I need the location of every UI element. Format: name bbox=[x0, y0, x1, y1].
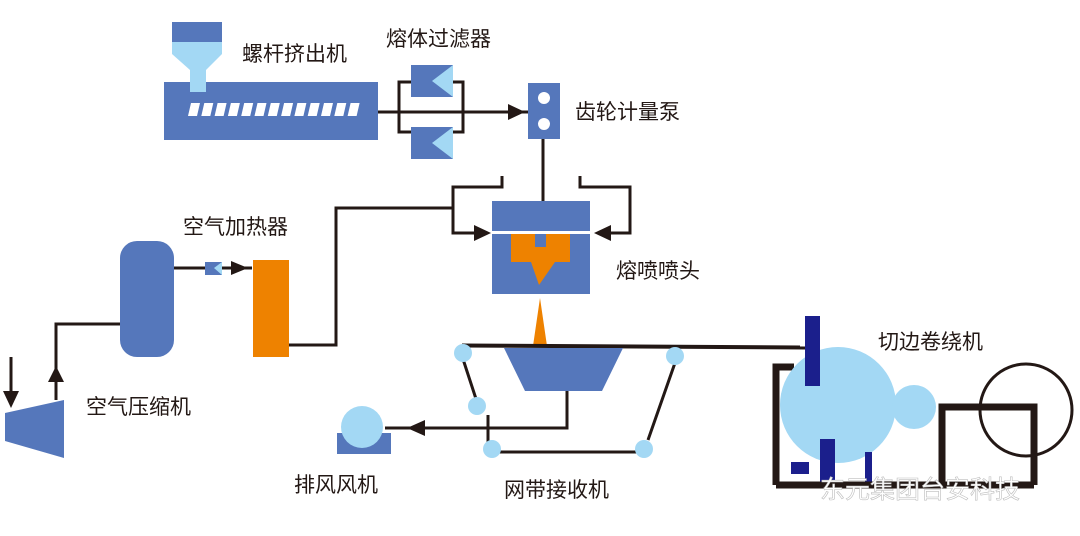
arrow-to-heater bbox=[231, 261, 248, 275]
meltblown-die bbox=[492, 201, 590, 294]
roller-bottom-left bbox=[483, 440, 501, 458]
slitter-bar-left bbox=[791, 462, 809, 474]
filter-loop bbox=[397, 80, 465, 134]
hopper-funnel bbox=[172, 42, 222, 88]
air-compressor bbox=[5, 400, 64, 458]
label-air-compressor: 空气压缩机 bbox=[86, 395, 191, 419]
gear-lower bbox=[538, 118, 550, 130]
watermark: 东元集团台安科技 bbox=[820, 475, 1020, 504]
gear-metering-pump bbox=[528, 83, 560, 139]
screw-flight bbox=[321, 103, 333, 116]
label-melt-filter: 熔体过滤器 bbox=[386, 27, 491, 51]
label-mesh-belt-receiver: 网带接收机 bbox=[504, 478, 609, 502]
fiber-stream bbox=[533, 298, 547, 346]
screw-flight bbox=[281, 103, 294, 116]
slitter-blade-bottom bbox=[820, 439, 835, 484]
screw-flight bbox=[214, 103, 227, 116]
air-heater bbox=[253, 260, 289, 357]
gear-upper bbox=[538, 92, 550, 104]
screw-extruder bbox=[164, 22, 378, 140]
roller-top-left bbox=[454, 344, 472, 362]
label-screw-extruder: 螺杆挤出机 bbox=[242, 42, 347, 66]
label-exhaust-fan: 排风风机 bbox=[294, 473, 378, 497]
screw-flights bbox=[188, 103, 360, 116]
roller-top-right bbox=[666, 347, 684, 365]
exhaust-arrow bbox=[407, 420, 425, 436]
winding-roll-small bbox=[892, 385, 936, 429]
screw-flight bbox=[334, 103, 347, 116]
label-air-heater: 空气加热器 bbox=[183, 215, 288, 239]
hopper-top bbox=[172, 22, 222, 42]
air-intake-arrow bbox=[3, 391, 19, 408]
screw-flight bbox=[347, 103, 360, 116]
heater-to-die-line bbox=[289, 206, 453, 347]
screw-flight bbox=[241, 103, 254, 116]
winder-frame-left bbox=[772, 363, 794, 485]
roller-mid-left bbox=[468, 397, 486, 415]
hot-air-line-right bbox=[578, 176, 632, 235]
label-gear-metering-pump: 齿轮计量泵 bbox=[575, 100, 680, 124]
drive-frame bbox=[938, 403, 1038, 485]
air-valve bbox=[205, 262, 222, 275]
die-polymer-cavity bbox=[511, 234, 570, 285]
screw-flight bbox=[294, 103, 307, 116]
label-slitting-winder: 切边卷绕机 bbox=[878, 330, 983, 354]
slitter-blade-top bbox=[805, 316, 820, 386]
exhaust-fan bbox=[337, 406, 391, 454]
screw-flight bbox=[307, 103, 320, 116]
compressor-to-tank-line bbox=[54, 322, 122, 400]
winding-roll-large bbox=[780, 347, 896, 463]
slitter-bar-right bbox=[865, 452, 872, 482]
air-arrow-right bbox=[594, 225, 611, 241]
slitting-winder bbox=[772, 316, 1074, 489]
screw-flight bbox=[227, 103, 240, 116]
compressor-out-arrow bbox=[48, 366, 64, 382]
air-tank bbox=[120, 241, 174, 357]
unwind-wheel bbox=[978, 362, 1074, 458]
hopper-throat bbox=[190, 82, 206, 92]
melt-filter-lower bbox=[411, 127, 453, 159]
flow-arrow-to-pump bbox=[508, 104, 525, 120]
label-meltblown-die: 熔喷喷头 bbox=[616, 259, 700, 283]
screw-flight bbox=[188, 103, 200, 116]
exhaust-line bbox=[385, 391, 569, 430]
air-slit bbox=[492, 231, 590, 234]
melt-filter-upper bbox=[411, 65, 453, 97]
screw-flight bbox=[254, 103, 267, 116]
air-arrow-left bbox=[474, 225, 491, 241]
screw-flight bbox=[267, 103, 280, 116]
roller-bottom-right bbox=[635, 440, 653, 458]
suction-box bbox=[504, 348, 623, 391]
hot-air-line-left bbox=[451, 176, 504, 235]
belt-top-extension bbox=[461, 343, 801, 349]
screw-flight bbox=[201, 103, 214, 116]
